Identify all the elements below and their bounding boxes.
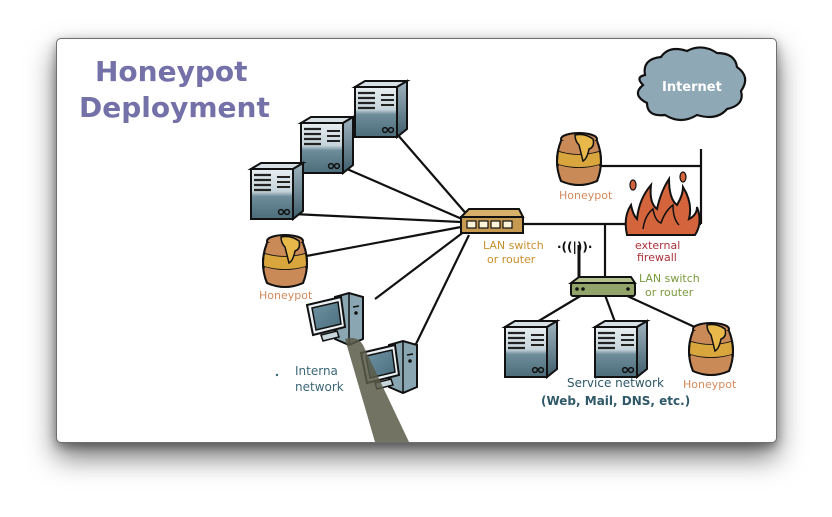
internal-network-label-2: network [295, 380, 344, 394]
cloud-icon [636, 46, 747, 122]
internal-network-label-1: Interna [295, 364, 338, 378]
title-line-2: Deployment [79, 91, 270, 124]
service-server-icon-1 [503, 319, 559, 379]
fire-icon [624, 175, 701, 236]
diagram-slide: Honeypot Deployment Internet external fi… [56, 38, 777, 443]
honeypot-dmz: Honeypot [556, 132, 613, 202]
lan-router-service-label-2: or router [645, 286, 694, 299]
link-server-mid [346, 167, 463, 221]
link-pc-2 [414, 234, 470, 347]
link-router-server-2 [603, 294, 617, 323]
internet-cloud: Internet [636, 46, 747, 122]
link-pc-1 [374, 230, 466, 300]
link-router-honeypot [622, 293, 700, 330]
title-line-1: Honeypot [95, 55, 248, 88]
link-router-server-1 [536, 294, 583, 323]
pc-icon-1 [306, 292, 364, 346]
network-diagram: Honeypot Deployment Internet external fi… [79, 46, 747, 442]
lan-switch-internal: LAN switch or router [458, 208, 544, 266]
honeypot-icon [262, 234, 308, 288]
firewall-label-1: external [635, 239, 680, 252]
honeypot-icon [688, 322, 734, 376]
service-network-label: Service network (Web, Mail, DNS, etc.) [541, 376, 690, 408]
link-server-left [292, 212, 462, 224]
internet-label: Internet [662, 80, 722, 95]
service-network-label-2: (Web, Mail, DNS, etc.) [541, 394, 690, 408]
firewall-label-2: firewall [637, 251, 677, 264]
pen-shadow [345, 337, 409, 442]
server-icon-mid [299, 115, 355, 175]
server-icon-top [353, 79, 409, 139]
internal-network-label: Interna network [275, 364, 344, 394]
honeypot-service: Honeypot [683, 322, 737, 391]
lan-switch-internal-label-2: or router [487, 253, 536, 266]
lan-router-service-label-1: LAN switch [639, 272, 700, 285]
external-firewall: external firewall [624, 171, 701, 264]
connection-lines [292, 133, 703, 347]
link-server-top [396, 133, 470, 218]
honeypot-icon [556, 132, 602, 186]
honeypot-dmz-label: Honeypot [559, 189, 613, 202]
lan-switch-internal-label-1: LAN switch [483, 239, 544, 252]
server-icon-left [249, 161, 305, 221]
honeypot-service-label: Honeypot [683, 378, 737, 391]
wifi-signal-icon: ·((|))· [557, 240, 592, 254]
lan-router-service: ·((|))· LAN switch or router [557, 240, 700, 299]
link-honeypot-internal [300, 225, 462, 259]
service-network-label-1: Service network [567, 376, 664, 390]
router-icon [570, 282, 636, 297]
service-server-icon-2 [593, 319, 649, 379]
honeypot-internal: Honeypot [259, 234, 313, 302]
honeypot-internal-label: Honeypot [259, 289, 313, 302]
